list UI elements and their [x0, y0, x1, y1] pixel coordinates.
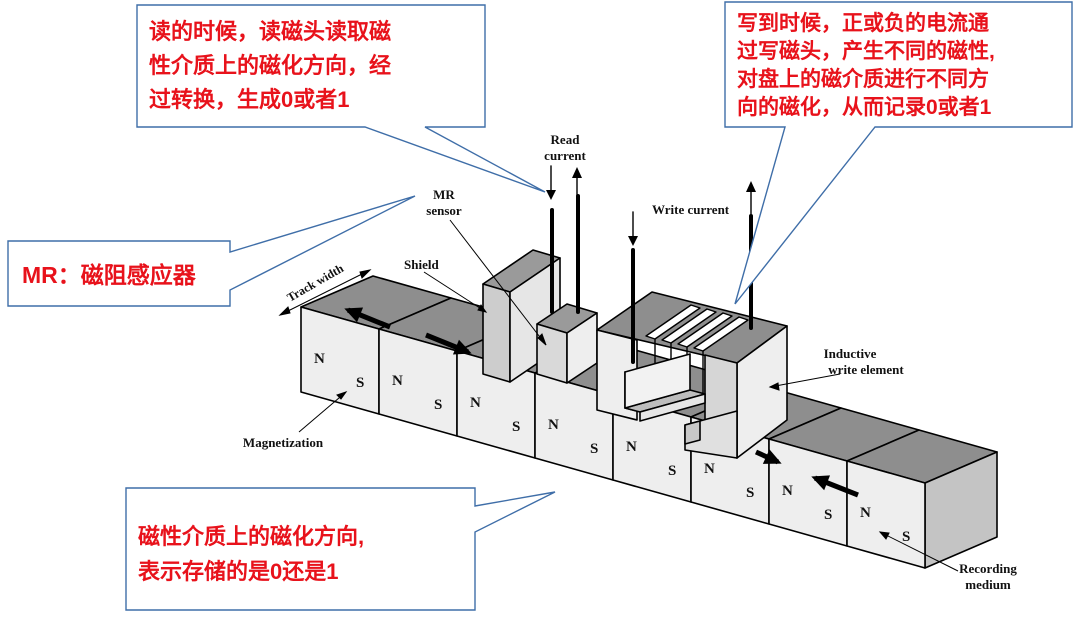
write-callout-line-3: 对盘上的磁介质进行不同方: [737, 67, 989, 91]
magnetization-leader-head: [336, 391, 348, 400]
magnetization-arrow-head: [344, 307, 364, 323]
leader-lines: [278, 219, 959, 572]
magnetization-arrow-head: [762, 449, 782, 464]
read-callout: 读的时候，读磁头读取磁 性介质上的磁化方向，经 过转换，生成0或者1: [136, 4, 546, 193]
callouts: 读的时候，读磁头读取磁 性介质上的磁化方向，经 过转换，生成0或者1 写到时候，…: [7, 1, 1073, 611]
north-pole-label: N: [860, 505, 871, 521]
north-pole-label: N: [392, 373, 403, 389]
mr-sensor-leader-head: [537, 333, 547, 346]
read-callout-line-3: 过转换，生成0或者1: [149, 87, 349, 112]
medium-callout-bubble: [125, 487, 556, 611]
read-callout-line-1: 读的时候，读磁头读取磁: [149, 19, 391, 44]
south-pole-label: S: [902, 529, 910, 545]
south-pole-label: S: [434, 397, 442, 413]
diagram-labels: Read current Write current MR sensor Shi…: [243, 132, 1017, 592]
medium-callout: 磁性介质上的磁化方向, 表示存储的是0还是1: [125, 487, 556, 611]
inductive-label-1: Inductive: [824, 346, 877, 361]
read-callout-bubble: [136, 4, 546, 193]
north-pole-label: N: [626, 439, 637, 455]
recording-medium-label-1: Recording: [959, 561, 1017, 576]
write-current-label: Write current: [652, 202, 730, 217]
medium-callout-line-2: 表示存储的是0还是1: [138, 559, 338, 584]
track-width-arrow-left: [278, 306, 291, 316]
south-pole-label: S: [590, 441, 598, 457]
recording-medium-label-2: medium: [965, 577, 1011, 592]
mr-sensor-label-1: MR: [433, 187, 455, 202]
mr-callout: MR：磁阻感应器: [7, 195, 416, 307]
shield-label: Shield: [404, 257, 439, 272]
track-width-dimension: [281, 270, 369, 315]
south-pole-label: S: [824, 507, 832, 523]
south-pole-label: S: [668, 463, 676, 479]
shield-leader-head: [477, 304, 488, 313]
read-current-label-1: Read: [551, 132, 581, 147]
mr-callout-text: MR：磁阻感应器: [22, 262, 197, 288]
read-current-label-2: current: [544, 148, 586, 163]
write-coil: [645, 304, 749, 400]
mr-sensor-label-2: sensor: [426, 203, 462, 218]
shield-leader: [423, 271, 487, 313]
inductive-leader-head: [768, 382, 780, 391]
magnetization-arrow-head: [452, 339, 472, 355]
magnetization-label: Magnetization: [243, 435, 324, 450]
north-pole-label: N: [548, 417, 559, 433]
track-width-arrow-right: [359, 269, 372, 279]
medium-block-front: [846, 460, 926, 569]
write-callout-line-1: 写到时候，正或负的电流通: [737, 11, 989, 35]
head-assembly: [482, 249, 788, 459]
inductive-label-2: write element: [828, 362, 904, 377]
mr-sensor-leader: [449, 219, 547, 346]
write-callout-bubble: [724, 1, 1073, 305]
recording-medium-leader: [879, 531, 959, 572]
magnetization-leader: [298, 391, 347, 433]
mr-callout-bubble: [7, 195, 416, 307]
write-callout: 写到时候，正或负的电流通 过写磁头，产生不同的磁性, 对盘上的磁介质进行不同方 …: [724, 1, 1073, 305]
recording-medium-leader-head: [878, 531, 890, 540]
magnetization-arrow-head: [811, 475, 831, 491]
mr-sensor-block: [536, 303, 598, 384]
inductive-write-element: [596, 291, 788, 459]
read-callout-line-2: 性介质上的磁化方向，经: [149, 53, 391, 78]
inductive-leader: [769, 373, 841, 388]
medium-callout-line-1: 磁性介质上的磁化方向,: [138, 524, 364, 549]
north-pole-label: N: [704, 461, 715, 477]
south-pole-label: S: [512, 419, 520, 435]
north-pole-label: N: [314, 351, 325, 367]
south-pole-label: S: [356, 375, 364, 391]
write-callout-line-2: 过写磁头，产生不同的磁性,: [737, 39, 995, 63]
north-pole-label: N: [470, 395, 481, 411]
south-pole-label: S: [746, 485, 754, 501]
north-pole-label: N: [782, 483, 793, 499]
write-callout-line-4: 向的磁化，从而记录0或者1: [737, 95, 992, 119]
